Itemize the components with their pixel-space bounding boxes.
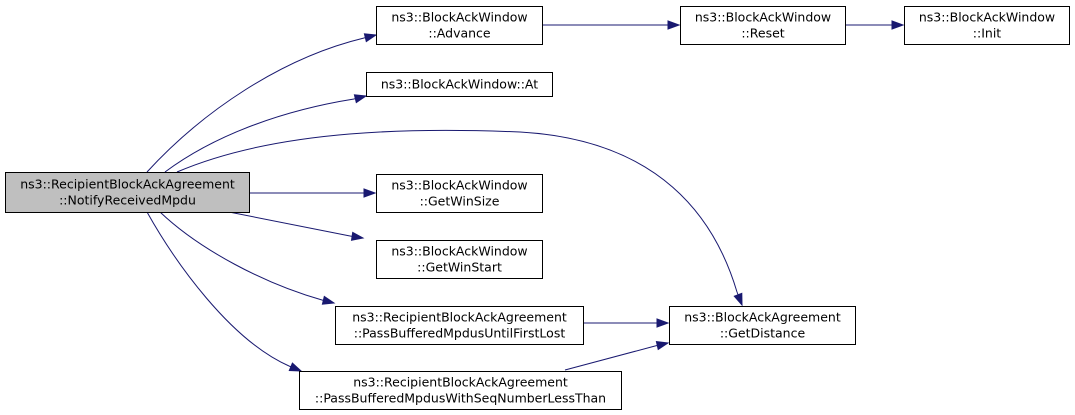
node-box <box>376 240 543 279</box>
node-box <box>669 306 856 345</box>
edge-reset-to-init <box>845 20 905 30</box>
node-notify[interactable]: ns3::RecipientBlockAckAgreement::NotifyR… <box>5 172 250 213</box>
edge-advance-to-reset <box>543 20 681 30</box>
node-box <box>335 306 584 345</box>
nodes-layer: ns3::RecipientBlockAckAgreement::NotifyR… <box>5 6 1070 410</box>
edge-notify-to-winsize <box>249 188 377 198</box>
edge-notify-to-passseq <box>146 211 303 372</box>
node-winstart[interactable]: ns3::BlockAckWindow::GetWinStart <box>376 240 543 279</box>
edge-line <box>146 37 365 173</box>
node-label-line: ::GetWinSize <box>420 194 500 209</box>
node-label-line: ns3::BlockAckWindow <box>391 244 527 259</box>
edge-passseq-to-distance <box>564 341 670 371</box>
node-winsize[interactable]: ns3::BlockAckWindow::GetWinSize <box>376 174 543 213</box>
edge-notify-to-at <box>164 94 368 173</box>
arrowhead <box>656 318 670 328</box>
arrowhead <box>350 231 365 241</box>
arrowhead <box>363 188 377 198</box>
node-label-line: ns3::BlockAckWindow <box>919 10 1055 25</box>
arrowhead <box>288 362 303 372</box>
node-distance[interactable]: ns3::BlockAckAgreement::GetDistance <box>669 306 856 345</box>
node-box <box>904 6 1070 45</box>
edge-notify-to-winstart <box>228 211 365 241</box>
node-box <box>5 172 250 213</box>
edge-line <box>228 211 351 237</box>
node-label-line: ns3::RecipientBlockAckAgreement <box>20 177 235 192</box>
node-init[interactable]: ns3::BlockAckWindow::Init <box>904 6 1070 45</box>
node-label-line: ::NotifyReceivedMpdu <box>59 193 196 208</box>
node-box <box>376 174 543 213</box>
arrowhead <box>667 20 681 30</box>
node-label-line: ns3::RecipientBlockAckAgreement <box>352 310 567 325</box>
node-label-line: ::PassBufferedMpdusUntilFirstLost <box>354 326 566 341</box>
node-box <box>299 371 622 410</box>
node-label-line: ::Reset <box>741 26 784 41</box>
node-label-line: ::PassBufferedMpdusWithSeqNumberLessThan <box>315 391 606 406</box>
node-advance[interactable]: ns3::BlockAckWindow::Advance <box>376 6 543 45</box>
edge-notify-to-passfirst <box>159 211 336 305</box>
arrowhead <box>655 341 670 351</box>
node-reset[interactable]: ns3::BlockAckWindow::Reset <box>680 6 846 45</box>
edge-line <box>564 345 656 371</box>
node-label-line: ::Init <box>973 26 1002 41</box>
arrowhead <box>353 94 368 104</box>
node-label-line: ::GetWinStart <box>417 260 502 275</box>
edges-layer <box>146 20 905 372</box>
node-label-line: ::Advance <box>428 26 491 41</box>
edge-notify-to-distance <box>176 129 743 307</box>
edge-line <box>176 129 738 293</box>
edge-notify-to-advance <box>146 33 378 173</box>
node-box <box>366 72 553 97</box>
node-label-line: ns3::BlockAckWindow <box>391 10 527 25</box>
edge-passfirst-to-distance <box>583 318 670 328</box>
node-passseq[interactable]: ns3::RecipientBlockAckAgreement::PassBuf… <box>299 371 622 410</box>
edge-line <box>146 211 290 367</box>
edge-line <box>159 211 323 301</box>
arrowhead <box>321 295 336 305</box>
arrowhead <box>891 20 905 30</box>
node-box <box>376 6 543 45</box>
arrowhead <box>363 33 378 43</box>
node-label-line: ns3::BlockAckWindow::At <box>381 77 538 92</box>
node-label-line: ns3::BlockAckAgreement <box>684 310 841 325</box>
node-label-line: ns3::BlockAckWindow <box>391 178 527 193</box>
node-label-line: ns3::BlockAckWindow <box>695 10 831 25</box>
node-at[interactable]: ns3::BlockAckWindow::At <box>366 72 553 97</box>
node-label-line: ns3::RecipientBlockAckAgreement <box>353 375 568 390</box>
edge-line <box>164 98 355 173</box>
node-box <box>680 6 846 45</box>
node-passfirst[interactable]: ns3::RecipientBlockAckAgreement::PassBuf… <box>335 306 584 345</box>
node-label-line: ::GetDistance <box>720 326 806 341</box>
arrowhead <box>733 292 743 307</box>
